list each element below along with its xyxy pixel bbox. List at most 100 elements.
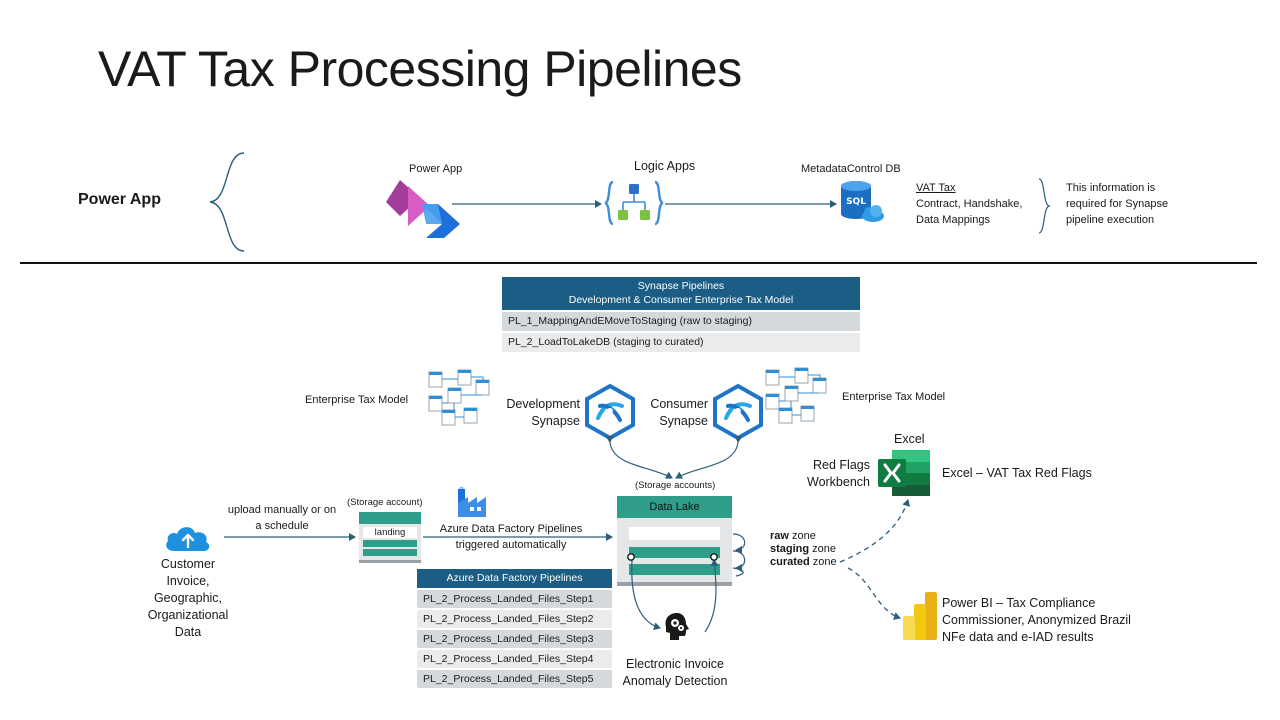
sql-database-icon: SQL — [841, 181, 884, 222]
customer-data-line-2: Invoice, — [166, 574, 210, 588]
data-model-icon-left — [428, 369, 490, 426]
note-bracket — [1038, 178, 1051, 234]
arrow-lake-to-anomaly — [631, 559, 661, 631]
powerbi-desc-line-1: Power BI – Tax Compliance — [942, 596, 1096, 610]
upload-schedule-label: upload manually or on a schedule — [212, 502, 352, 534]
arrow-lake-to-excel — [839, 499, 910, 563]
ai-brain-icon — [665, 613, 689, 640]
upload-schedule-line-2: a schedule — [255, 520, 309, 532]
landing-storage-header — [359, 512, 421, 524]
page-title: VAT Tax Processing Pipelines — [98, 41, 742, 97]
power-apps-icon — [386, 180, 460, 238]
data-factory-icon — [458, 486, 486, 517]
adf-pipeline-row: PL_2_Process_Landed_Files_Step3 — [417, 628, 612, 648]
anomaly-detection-label: Electronic Invoice Anomaly Detection — [605, 656, 745, 690]
synapse-pipelines-header-line-1: Synapse Pipelines — [637, 280, 725, 292]
excel-top-label: Excel — [894, 432, 925, 446]
adf-pipeline-row: PL_2_Process_Landed_Files_Step1 — [417, 588, 612, 608]
upload-schedule-line-1: upload manually or on — [227, 504, 337, 516]
adf-pipelines-header: Azure Data Factory Pipelines — [417, 569, 612, 588]
landing-bar — [363, 549, 417, 556]
raw-zone-rest: zone — [788, 530, 816, 542]
synapse-pipelines-table: Synapse Pipelines Development & Consumer… — [502, 277, 860, 352]
excel-icon — [878, 450, 930, 496]
anomaly-detection-line-2: Anomaly Detection — [622, 674, 728, 688]
power-app-section-label: Power App — [78, 191, 161, 208]
arrow-curated-zone — [732, 567, 744, 577]
data-lake-container — [629, 547, 720, 558]
synapse-pipelines-header: Synapse Pipelines Development & Consumer… — [502, 277, 860, 310]
cloud-upload-icon — [166, 527, 210, 551]
note-line-1: This information is — [1066, 182, 1156, 194]
customer-data-line-5: Data — [174, 625, 202, 639]
powerbi-icon — [903, 592, 937, 640]
staging-zone-bold: staging — [770, 543, 810, 555]
metadata-db-label: MetadataControl DB — [801, 163, 901, 175]
customer-data-line-1: Customer — [160, 557, 216, 571]
red-flags-workbench-label: Red Flags Workbench — [770, 457, 870, 491]
synapse-icon-development — [585, 383, 635, 441]
red-flags-workbench-line-2: Workbench — [807, 475, 870, 489]
customer-data-label: Customer Invoice, Geographic, Organizati… — [128, 556, 248, 641]
note-line-2: required for Synapse — [1066, 198, 1169, 210]
staging-zone-rest: zone — [809, 543, 837, 555]
consumer-synapse-line-2: Synapse — [659, 414, 708, 428]
red-flags-workbench-line-1: Red Flags — [813, 458, 870, 472]
vat-tax-line-2: Data Mappings — [916, 214, 990, 226]
power-app-brace — [209, 152, 245, 252]
excel-description: Excel – VAT Tax Red Flags — [942, 466, 1092, 480]
power-app-label: Power App — [409, 163, 463, 175]
adf-pipeline-row: PL_2_Process_Landed_Files_Step4 — [417, 648, 612, 668]
anomaly-detection-line-1: Electronic Invoice — [626, 657, 724, 671]
data-lake-container — [629, 527, 720, 540]
logic-apps-label: Logic Apps — [634, 159, 696, 173]
data-lake-title: Data Lake — [617, 496, 732, 518]
synapse-pipelines-header-line-2: Development & Consumer Enterprise Tax Mo… — [568, 294, 794, 306]
curated-zone-label: curated zone — [770, 554, 837, 570]
adf-trigger-line-1: Azure Data Factory Pipelines — [439, 523, 583, 535]
vat-tax-link[interactable]: VAT Tax — [916, 182, 956, 194]
enterprise-tax-model-label-right: Enterprise Tax Model — [842, 391, 946, 403]
vat-tax-line-1: Contract, Handshake, — [916, 198, 1023, 210]
note-line-3: pipeline execution — [1066, 214, 1155, 226]
adf-trigger-line-2: triggered automatically — [455, 539, 567, 551]
svg-text:SQL: SQL — [846, 197, 866, 207]
logic-apps-icon — [604, 180, 664, 226]
consumer-synapse-label: Consumer Synapse — [598, 396, 708, 430]
curated-zone-bold: curated — [770, 556, 810, 568]
data-model-icon-right — [765, 367, 827, 424]
adf-pipelines-table: Azure Data Factory Pipelines PL_2_Proces… — [417, 569, 612, 688]
data-lake-container — [629, 564, 720, 575]
section-divider — [20, 262, 1257, 264]
arrow-dev-synapse-to-lake — [605, 435, 673, 479]
arrow-lake-to-powerbi — [847, 567, 901, 620]
development-synapse-label: Development Synapse — [470, 396, 580, 430]
adf-pipeline-row: PL_2_Process_Landed_Files_Step2 — [417, 608, 612, 628]
powerbi-desc-line-3: NFe data and e-IAD results — [942, 630, 1094, 644]
development-synapse-line-1: Development — [506, 397, 580, 411]
powerbi-description: Power BI – Tax Compliance Commissioner, … — [942, 595, 1131, 646]
curated-zone-rest: zone — [809, 556, 837, 568]
landing-bar — [363, 540, 417, 547]
adf-trigger-label: Azure Data Factory Pipelines triggered a… — [428, 521, 594, 553]
development-synapse-line-2: Synapse — [531, 414, 580, 428]
storage-account-label: (Storage account) — [347, 497, 423, 508]
customer-data-line-4: Organizational — [147, 608, 229, 622]
raw-zone-bold: raw — [770, 530, 789, 542]
arrow-consumer-synapse-to-lake — [675, 435, 743, 479]
landing-storage: landing — [359, 512, 421, 563]
raw-zone-label: raw zone — [770, 528, 816, 544]
arrow-raw-zone — [732, 533, 746, 554]
powerbi-desc-line-2: Commissioner, Anonymized Brazil — [942, 613, 1131, 627]
customer-data-line-3: Geographic, — [153, 591, 223, 605]
arrow-staging-zone — [732, 550, 746, 572]
enterprise-tax-model-label-left: Enterprise Tax Model — [305, 394, 409, 406]
landing-container-label: landing — [363, 527, 417, 538]
synapse-pipeline-row: PL_2_LoadToLakeDB (staging to curated) — [502, 331, 860, 352]
consumer-synapse-line-1: Consumer — [650, 397, 708, 411]
adf-pipeline-row: PL_2_Process_Landed_Files_Step5 — [417, 668, 612, 688]
data-lake-storage: Data Lake — [617, 496, 732, 586]
arrow-anomaly-to-lake — [704, 559, 719, 633]
storage-accounts-label: (Storage accounts) — [635, 480, 716, 491]
